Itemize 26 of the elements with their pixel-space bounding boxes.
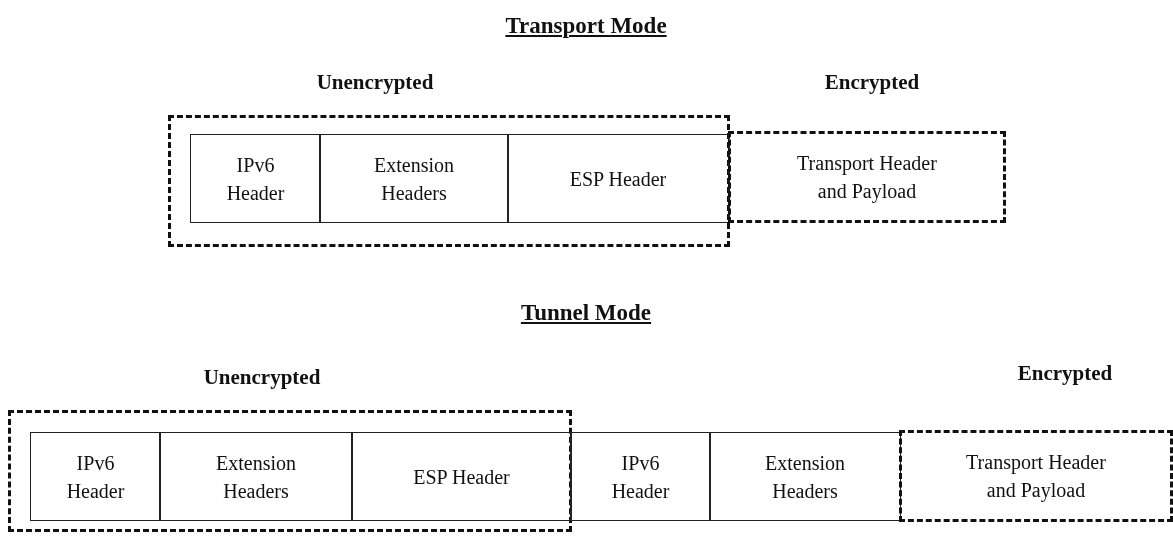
section-title: Tunnel Mode [520, 300, 652, 326]
field-label: ESP Header [413, 464, 510, 490]
field-label: IPv6 Header [65, 450, 126, 504]
field-label: Extension Headers [215, 450, 297, 504]
header-cell [570, 432, 711, 521]
header-cell [159, 432, 353, 521]
field-label: IPv6 Header [610, 450, 671, 504]
header-cell [351, 432, 572, 521]
header-cell [507, 134, 729, 223]
section-heading: Encrypted [1017, 361, 1113, 386]
header-cell [319, 134, 509, 223]
field-label: Extension Headers [373, 152, 455, 206]
dashed-box [728, 131, 1006, 223]
section-heading: Unencrypted [316, 70, 434, 95]
field-label: Transport Header and Payload [965, 450, 1107, 504]
header-cell [30, 432, 161, 521]
section-heading: Encrypted [824, 70, 920, 95]
section-heading: Unencrypted [203, 365, 321, 390]
field-label: IPv6 Header [225, 152, 286, 206]
field-label: ESP Header [569, 166, 667, 192]
dashed-box [899, 430, 1173, 522]
header-cell [709, 432, 901, 521]
field-label: Extension Headers [764, 450, 846, 504]
section-title: Transport Mode [505, 13, 667, 39]
header-cell [190, 134, 321, 223]
field-label: Transport Header and Payload [796, 151, 938, 205]
